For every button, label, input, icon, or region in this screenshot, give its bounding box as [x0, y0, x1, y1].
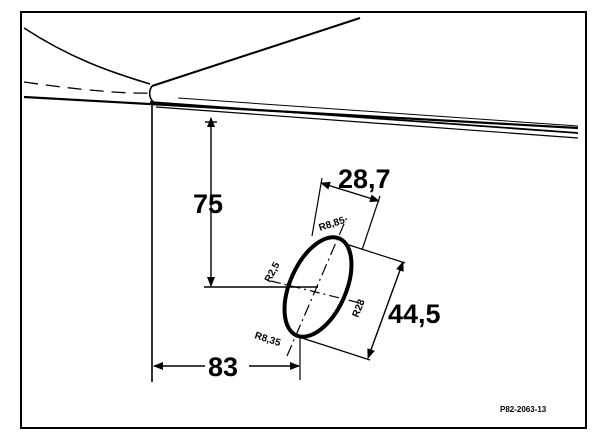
radius-top-label: R8,85: [318, 215, 347, 234]
dim-44-5-ext-bottom: [301, 337, 371, 361]
panel-line-4: [177, 97, 579, 127]
body-edge-line: [151, 17, 361, 87]
panel-line-3: [155, 106, 579, 139]
dim-75-label: 75: [193, 189, 223, 219]
body-contour-curve: [23, 27, 151, 85]
radius-left-label: R2,5: [263, 260, 283, 284]
dim-83-label: 83: [208, 352, 238, 382]
hole-centerline-axis: [286, 216, 348, 357]
panel-line-2: [149, 101, 579, 134]
dim-44-5-ext-top: [345, 243, 406, 264]
body-contour-dashed: [23, 81, 153, 94]
dim-28-7-ext-right: [361, 195, 381, 251]
elongated-hole: [282, 235, 354, 339]
dim-83-label-gap: [205, 352, 249, 380]
drawing-frame: [20, 11, 587, 429]
dim-44-5-line: [367, 261, 404, 359]
dim-28-7-line: [320, 181, 380, 203]
drawing-reference-code: P82-2063-13: [500, 405, 547, 414]
dim-44-5-label: 44,5: [388, 299, 441, 329]
radius-bottom-label: R8,35: [253, 330, 282, 349]
dim-28-7-label: 28,7: [338, 164, 391, 194]
hole-centerline-minor: [270, 280, 365, 305]
